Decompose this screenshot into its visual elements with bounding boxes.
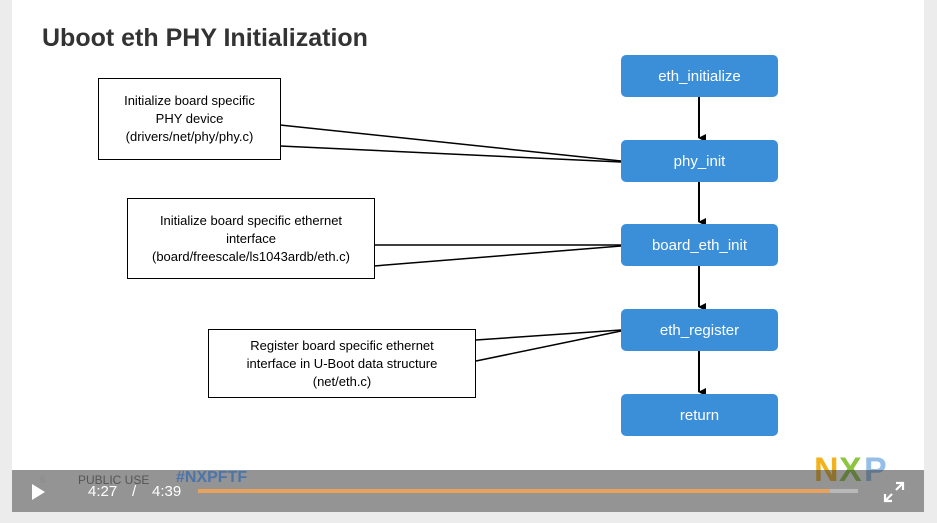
note-line: (board/freescale/ls1043ardb/eth.c): [151, 248, 350, 264]
flow-box-eth-initialize: eth_initialize: [621, 55, 778, 97]
time-separator: /: [132, 483, 137, 500]
callout-line: [373, 245, 622, 267]
flow-box-eth-register: eth_register: [621, 309, 778, 351]
note-phy-device: Initialize board specific PHY device (dr…: [98, 78, 281, 160]
callout-line: [279, 145, 622, 163]
callout-line: [475, 329, 622, 341]
slide: Uboot eth PHY Initialization eth_initial…: [12, 0, 924, 512]
play-button[interactable]: [24, 476, 54, 506]
note-line: Register board specific ethernet: [250, 337, 434, 353]
note-line: interface: [226, 230, 276, 246]
note-ethernet-interface: Initialize board specific ethernet inter…: [127, 198, 375, 279]
callout-line: [279, 124, 622, 162]
note-line: interface in U-Boot data structure: [246, 355, 438, 371]
play-icon: [32, 484, 45, 500]
connector-lines: [279, 97, 706, 396]
note-line: (drivers/net/phy/phy.c): [125, 129, 254, 144]
slide-title: Uboot eth PHY Initialization: [42, 24, 368, 52]
flow-box-return: return: [621, 394, 778, 436]
note-line: Initialize board specific: [124, 93, 255, 108]
flow-box-phy-init: phy_init: [621, 140, 778, 182]
callout-line: [475, 330, 622, 362]
note-line: (net/eth.c): [312, 373, 372, 389]
player-controls: 6 PUBLIC USE #NXPFTF 4:27 / 4:39: [12, 469, 924, 512]
hashtag: #NXPFTF: [176, 469, 248, 486]
note-register-interface: Register board specific ethernet interfa…: [208, 329, 476, 398]
footer-label: PUBLIC USE: [78, 473, 150, 487]
progress-bar[interactable]: [198, 489, 858, 493]
total-time: 4:39: [152, 483, 182, 500]
current-time: 4:27: [88, 483, 118, 500]
progress-fill: [198, 489, 830, 493]
note-line: Initialize board specific ethernet: [159, 212, 343, 228]
flow-box-board-eth-init: board_eth_init: [621, 224, 778, 266]
fullscreen-icon[interactable]: [882, 480, 906, 504]
slide-number: 6: [40, 475, 46, 486]
note-line: PHY device: [155, 111, 224, 126]
